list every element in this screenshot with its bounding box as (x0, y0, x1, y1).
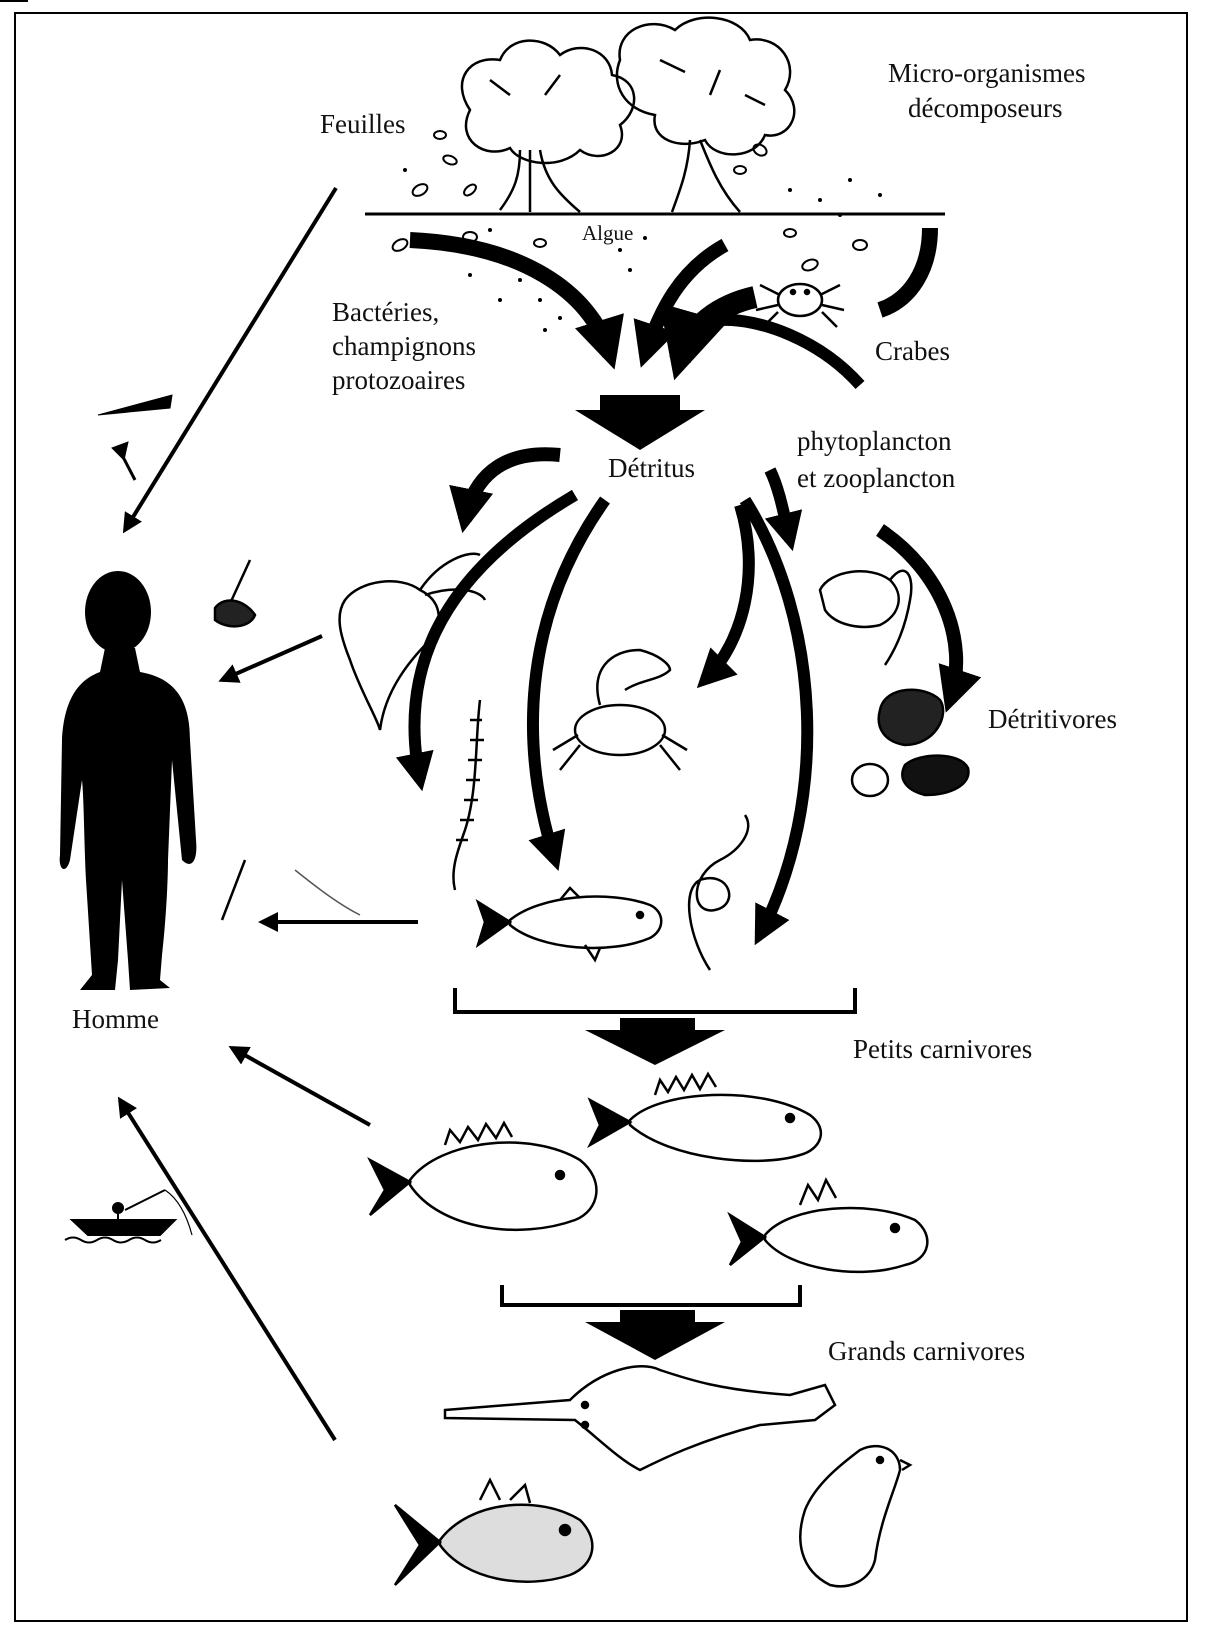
polychaete-illustration (452, 699, 484, 891)
label-micro-organismes-line1: Micro-organismes (888, 58, 1085, 88)
detritus-outflows (395, 447, 982, 946)
falling-leaves (391, 130, 868, 272)
frame-corner-line (0, 0, 28, 2)
sawfish-illustration (443, 1365, 837, 1472)
fishing-rod-pictogram (220, 859, 361, 921)
bird-of-prey-illustration (799, 1444, 913, 1588)
label-detritus: Détritus (608, 453, 695, 483)
small-carnivores-bracket (500, 1285, 802, 1307)
small-carnivore-fish-illustrations (367, 1071, 929, 1274)
flows-to-detritus (409, 227, 938, 390)
label-grands-carnivores: Grands carnivores (828, 1336, 1025, 1366)
diagram-frame (14, 12, 1188, 1622)
fishing-net-pictogram (213, 559, 257, 628)
label-bacteries-line1: Bactéries, (332, 297, 439, 327)
fiddler-crab-illustration (552, 648, 688, 771)
label-petits-carnivores: Petits carnivores (853, 1034, 1032, 1064)
label-micro-organismes-line2: décomposeurs (908, 93, 1062, 123)
jack-fish-illustration (393, 1477, 594, 1586)
fishing-boat-pictogram (64, 1189, 193, 1244)
label-plancton-line2: et zooplancton (797, 463, 956, 493)
label-plancton-line1: phytoplancton (797, 426, 952, 456)
to-small-carnivores-arrow (585, 1018, 725, 1065)
zooplankton-shrimp-illustration (818, 569, 913, 666)
label-detritivores: Détritivores (988, 704, 1117, 734)
detritivores-bracket (453, 988, 857, 1014)
label-algue: Algue (582, 221, 633, 245)
mangrove-trees-illustration (460, 16, 796, 213)
label-bacteries-line3: protozoaires (332, 365, 465, 395)
mullet-fish-illustration (475, 886, 663, 963)
flows-to-human (117, 186, 418, 1442)
bivalves-illustration (850, 688, 970, 798)
label-feuilles: Feuilles (320, 109, 406, 139)
label-crabes: Crabes (875, 336, 950, 366)
human-silhouette (59, 571, 197, 990)
label-bacteries-line2: champignons (332, 331, 476, 361)
detritus-down-arrow (575, 395, 705, 450)
crab-top-illustration (755, 282, 845, 328)
label-homme: Homme (72, 1004, 159, 1034)
spear-and-axe-pictogram (97, 394, 173, 481)
shrimp-illustration (338, 552, 487, 731)
nematode-illustration (687, 814, 750, 971)
to-large-carnivores-arrow (585, 1310, 725, 1360)
